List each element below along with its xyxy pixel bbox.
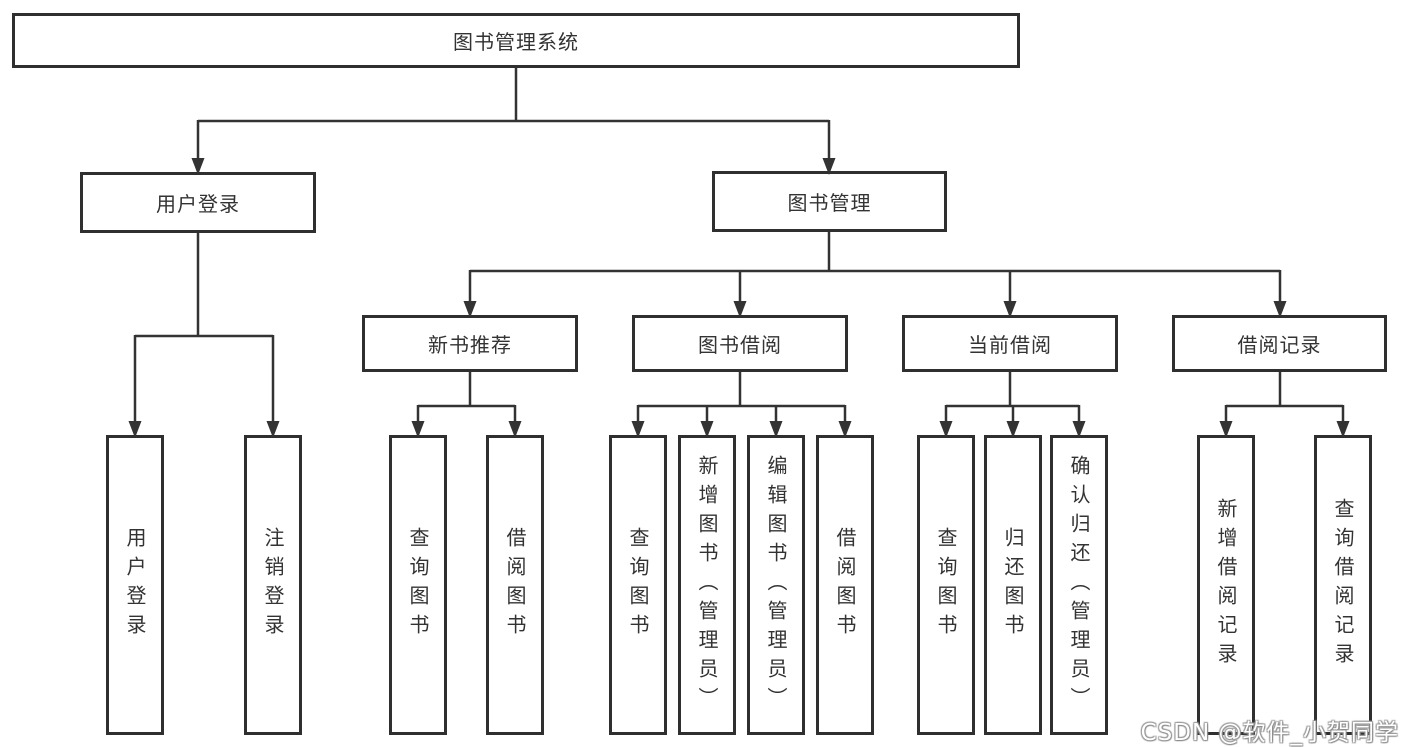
leaf-query-borrow-record: 查询借阅记录 [1314,435,1372,735]
leaf-query-books-current: 查询图书 [917,435,975,735]
leaf-return-books: 归还图书 [984,435,1042,735]
leaf-user-login: 用户登录 [106,435,164,735]
csdn-watermark: CSDN @软件_小贺同学 [1140,720,1399,746]
leaf-add-borrow-record: 新增借阅记录 [1197,435,1255,735]
leaf-confirm-return-admin: 确认归还（管理员） [1050,435,1108,735]
leaf-edit-books-admin: 编辑图书（管理员） [747,435,805,735]
node-current-borrowing: 当前借阅 [902,315,1118,372]
leaf-borrow-books-recommend: 借阅图书 [486,435,544,735]
leaf-query-books-recommend: 查询图书 [389,435,447,735]
node-user-login: 用户登录 [80,172,316,233]
leaf-logout: 注销登录 [244,435,302,735]
leaf-add-books-admin: 新增图书（管理员） [678,435,736,735]
node-borrowing-records: 借阅记录 [1172,315,1387,372]
node-root-library-system: 图书管理系统 [12,13,1020,68]
leaf-borrow-books: 借阅图书 [816,435,874,735]
node-book-management: 图书管理 [712,171,947,232]
node-book-borrowing: 图书借阅 [632,315,848,372]
leaf-query-books-borrowing: 查询图书 [609,435,667,735]
node-new-book-recommend: 新书推荐 [362,315,578,372]
